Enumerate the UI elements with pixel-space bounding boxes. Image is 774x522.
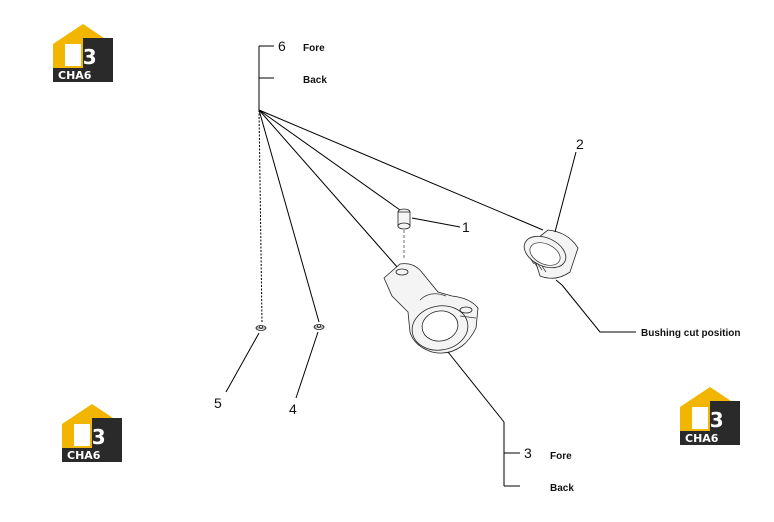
logo-bottom-text: CHA6 (685, 432, 719, 445)
logo-top-text: H3 (693, 408, 724, 432)
callout-label-2: 2 (576, 136, 584, 152)
leader-2 (554, 151, 577, 233)
grease-nipple-icon (313, 323, 325, 330)
leader-5 (225, 332, 260, 393)
callout-label-6: 6 (278, 38, 286, 54)
callout-label-3: 3 (524, 445, 532, 461)
brand-logo-right: H3 CHA6 (680, 387, 740, 445)
connecting-rod-icon (383, 263, 479, 354)
callout-label-1: 1 (462, 219, 470, 235)
logo-bottom-text: CHA6 (58, 69, 92, 82)
callout-bracket-bottom: 3 Fore Back (503, 422, 574, 494)
note-fore-top: Fore (303, 43, 325, 54)
callout-label-4: 4 (289, 401, 297, 417)
grease-nipple-icon (255, 324, 267, 331)
bushing-cut-leader (555, 279, 636, 333)
logo-bottom-text: CHA6 (67, 449, 101, 462)
note-bushing-cut: Bushing cut position (641, 328, 740, 339)
note-back-top: Back (303, 75, 327, 86)
callout-bracket-top: 6 Fore Back (258, 38, 327, 110)
callout-label-5: 5 (214, 395, 222, 411)
brand-logo-bottom-left: H3 CHA6 (62, 404, 122, 462)
note-back-bottom: Back (550, 483, 574, 494)
logo-top-text: H3 (66, 45, 97, 69)
brand-logo-top-left: H3 CHA6 (53, 24, 113, 82)
leader-1 (411, 217, 461, 228)
leader-4 (295, 331, 319, 399)
pin-icon (397, 208, 411, 258)
bushing-icon (523, 229, 579, 279)
leader-3 (447, 351, 505, 423)
note-fore-bottom: Fore (550, 451, 572, 462)
leader-lines-fan (258, 109, 544, 323)
logo-top-text: H3 (75, 425, 106, 449)
